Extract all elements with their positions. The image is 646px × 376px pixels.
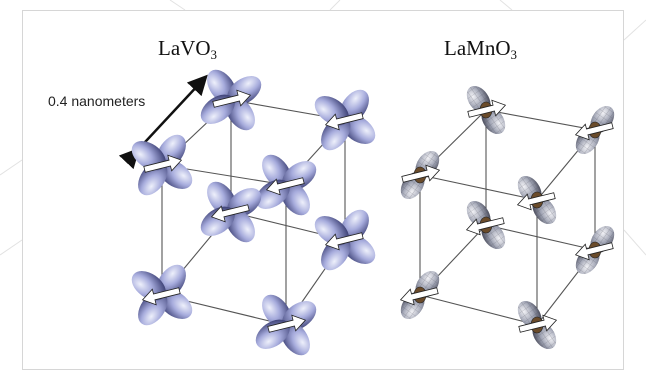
cube-edges (161, 99, 346, 326)
orbital-site (314, 209, 376, 271)
orbital-site (400, 150, 441, 200)
spin-arrow (324, 112, 364, 131)
cube-edges (419, 109, 596, 326)
spin-arrow (267, 314, 307, 333)
orbital-site (399, 270, 440, 320)
spin-arrow (467, 99, 507, 118)
lamno3-cube (399, 85, 615, 350)
spin-arrow (574, 242, 614, 261)
spin-arrow (210, 204, 250, 223)
spin-arrow (399, 287, 439, 306)
orbital-site (314, 89, 376, 151)
lamno3-title: LaMnO3 (444, 36, 517, 62)
orbital-site (255, 154, 317, 216)
orbital-site (516, 175, 557, 225)
spin-arrow (401, 164, 441, 183)
spin-arrow (516, 192, 556, 211)
spin-arrow (574, 122, 614, 141)
orbital-site (465, 200, 506, 250)
orbital-site (131, 134, 193, 196)
orbital-site (466, 85, 507, 135)
orbital-site (255, 294, 317, 356)
orbital-site (200, 181, 262, 243)
spin-arrow (212, 89, 252, 108)
spin-arrow (141, 287, 181, 306)
lavo3-cube (131, 69, 376, 356)
orbital-site (131, 264, 193, 326)
lavo3-title: LaVO3 (158, 36, 217, 62)
orbital-site (574, 105, 615, 155)
orbital-site (574, 225, 615, 275)
spin-arrow (265, 177, 305, 196)
orbital-site (200, 69, 262, 131)
spin-arrow (465, 217, 505, 236)
spin-arrow (143, 154, 183, 173)
spin-arrow (324, 232, 364, 251)
orbital-site (517, 300, 558, 350)
spin-arrow (518, 314, 558, 333)
